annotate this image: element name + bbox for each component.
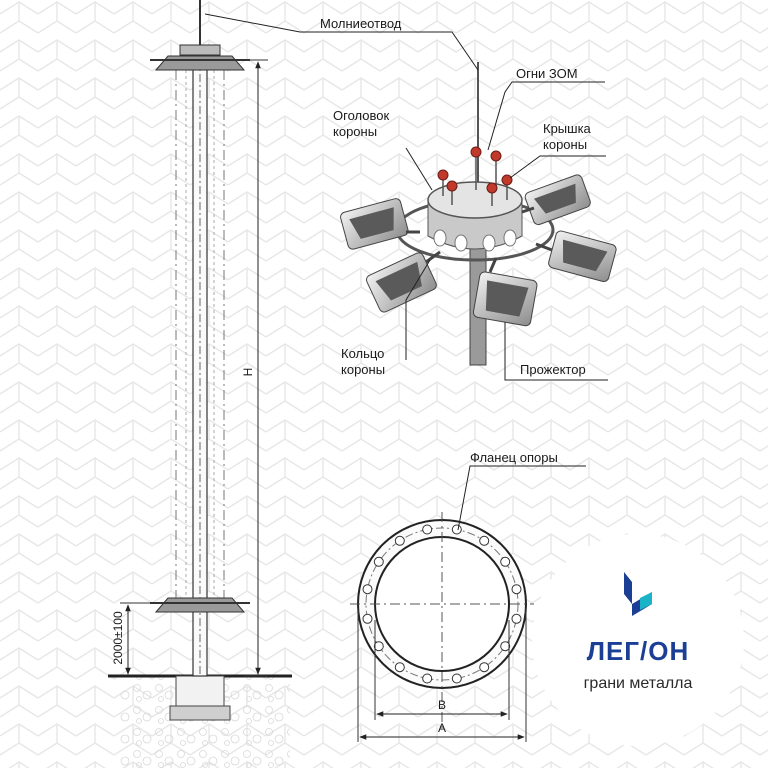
flange-leader xyxy=(457,465,586,531)
bolt-hole xyxy=(451,524,462,535)
bolt-hole xyxy=(511,613,522,624)
company-logo: ЛЕГ/ОН грани металла xyxy=(532,534,744,746)
label-lightning-rod: Молниеотвод xyxy=(320,16,402,31)
bolt-hole xyxy=(394,535,405,546)
label-zom-lights: Огни ЗОМ xyxy=(516,66,578,81)
zom-light xyxy=(446,180,458,192)
floodlight-4 xyxy=(548,230,617,283)
crown-hole-1 xyxy=(433,229,447,247)
crown-hole-3 xyxy=(482,234,496,252)
foundation xyxy=(175,675,225,707)
crown-top-cap xyxy=(179,44,221,56)
zom-light xyxy=(437,169,449,181)
logo-name: ЛЕГ/ОН xyxy=(587,636,690,666)
mast-side-view: H 2000±100 xyxy=(108,0,292,768)
floodlight-5 xyxy=(524,174,591,226)
foundation-base xyxy=(169,705,231,721)
bolt-hole xyxy=(451,673,462,684)
bolt-hole xyxy=(479,535,490,546)
zom-light xyxy=(501,174,513,186)
bolt-hole xyxy=(500,556,511,567)
zom-light xyxy=(490,150,502,162)
height-label: H xyxy=(241,368,255,377)
crown-hole-4 xyxy=(503,229,517,247)
bolt-hole xyxy=(394,662,405,673)
crown-hole-2 xyxy=(454,234,468,252)
zom-light xyxy=(486,182,498,194)
flange-bolts xyxy=(362,524,522,684)
bolt-hole xyxy=(422,673,433,684)
bolt-hole xyxy=(373,641,384,652)
floodlight-3 xyxy=(472,271,538,327)
crown-top-fixtures xyxy=(154,55,246,71)
leader-lines xyxy=(204,13,608,381)
inner-diameter-label: B xyxy=(438,698,446,712)
logo-tagline: грани металла xyxy=(584,675,693,692)
bolt-hole xyxy=(511,584,522,595)
outer-diameter-label: A xyxy=(438,721,446,735)
bolt-hole xyxy=(362,613,373,624)
floodlight-1 xyxy=(340,198,409,250)
base-height-label: 2000±100 xyxy=(111,611,125,665)
zom-lights xyxy=(437,146,513,206)
floodlight-2 xyxy=(366,252,437,313)
crown-lowered xyxy=(154,597,246,613)
flange-top-view: B A Фланец опоры xyxy=(350,450,586,742)
bolt-hole xyxy=(362,584,373,595)
bolt-hole xyxy=(422,524,433,535)
bolt-hole xyxy=(500,641,511,652)
bolt-hole xyxy=(373,556,384,567)
floodlights xyxy=(340,174,617,327)
zom-light xyxy=(470,146,482,158)
bolt-hole xyxy=(479,662,490,673)
logo-icon xyxy=(624,572,652,616)
crown-cover xyxy=(427,181,523,219)
label-floodlight: Прожектор xyxy=(520,362,586,377)
label-flange: Фланец опоры xyxy=(470,450,558,465)
logo-backdrop xyxy=(532,534,744,746)
